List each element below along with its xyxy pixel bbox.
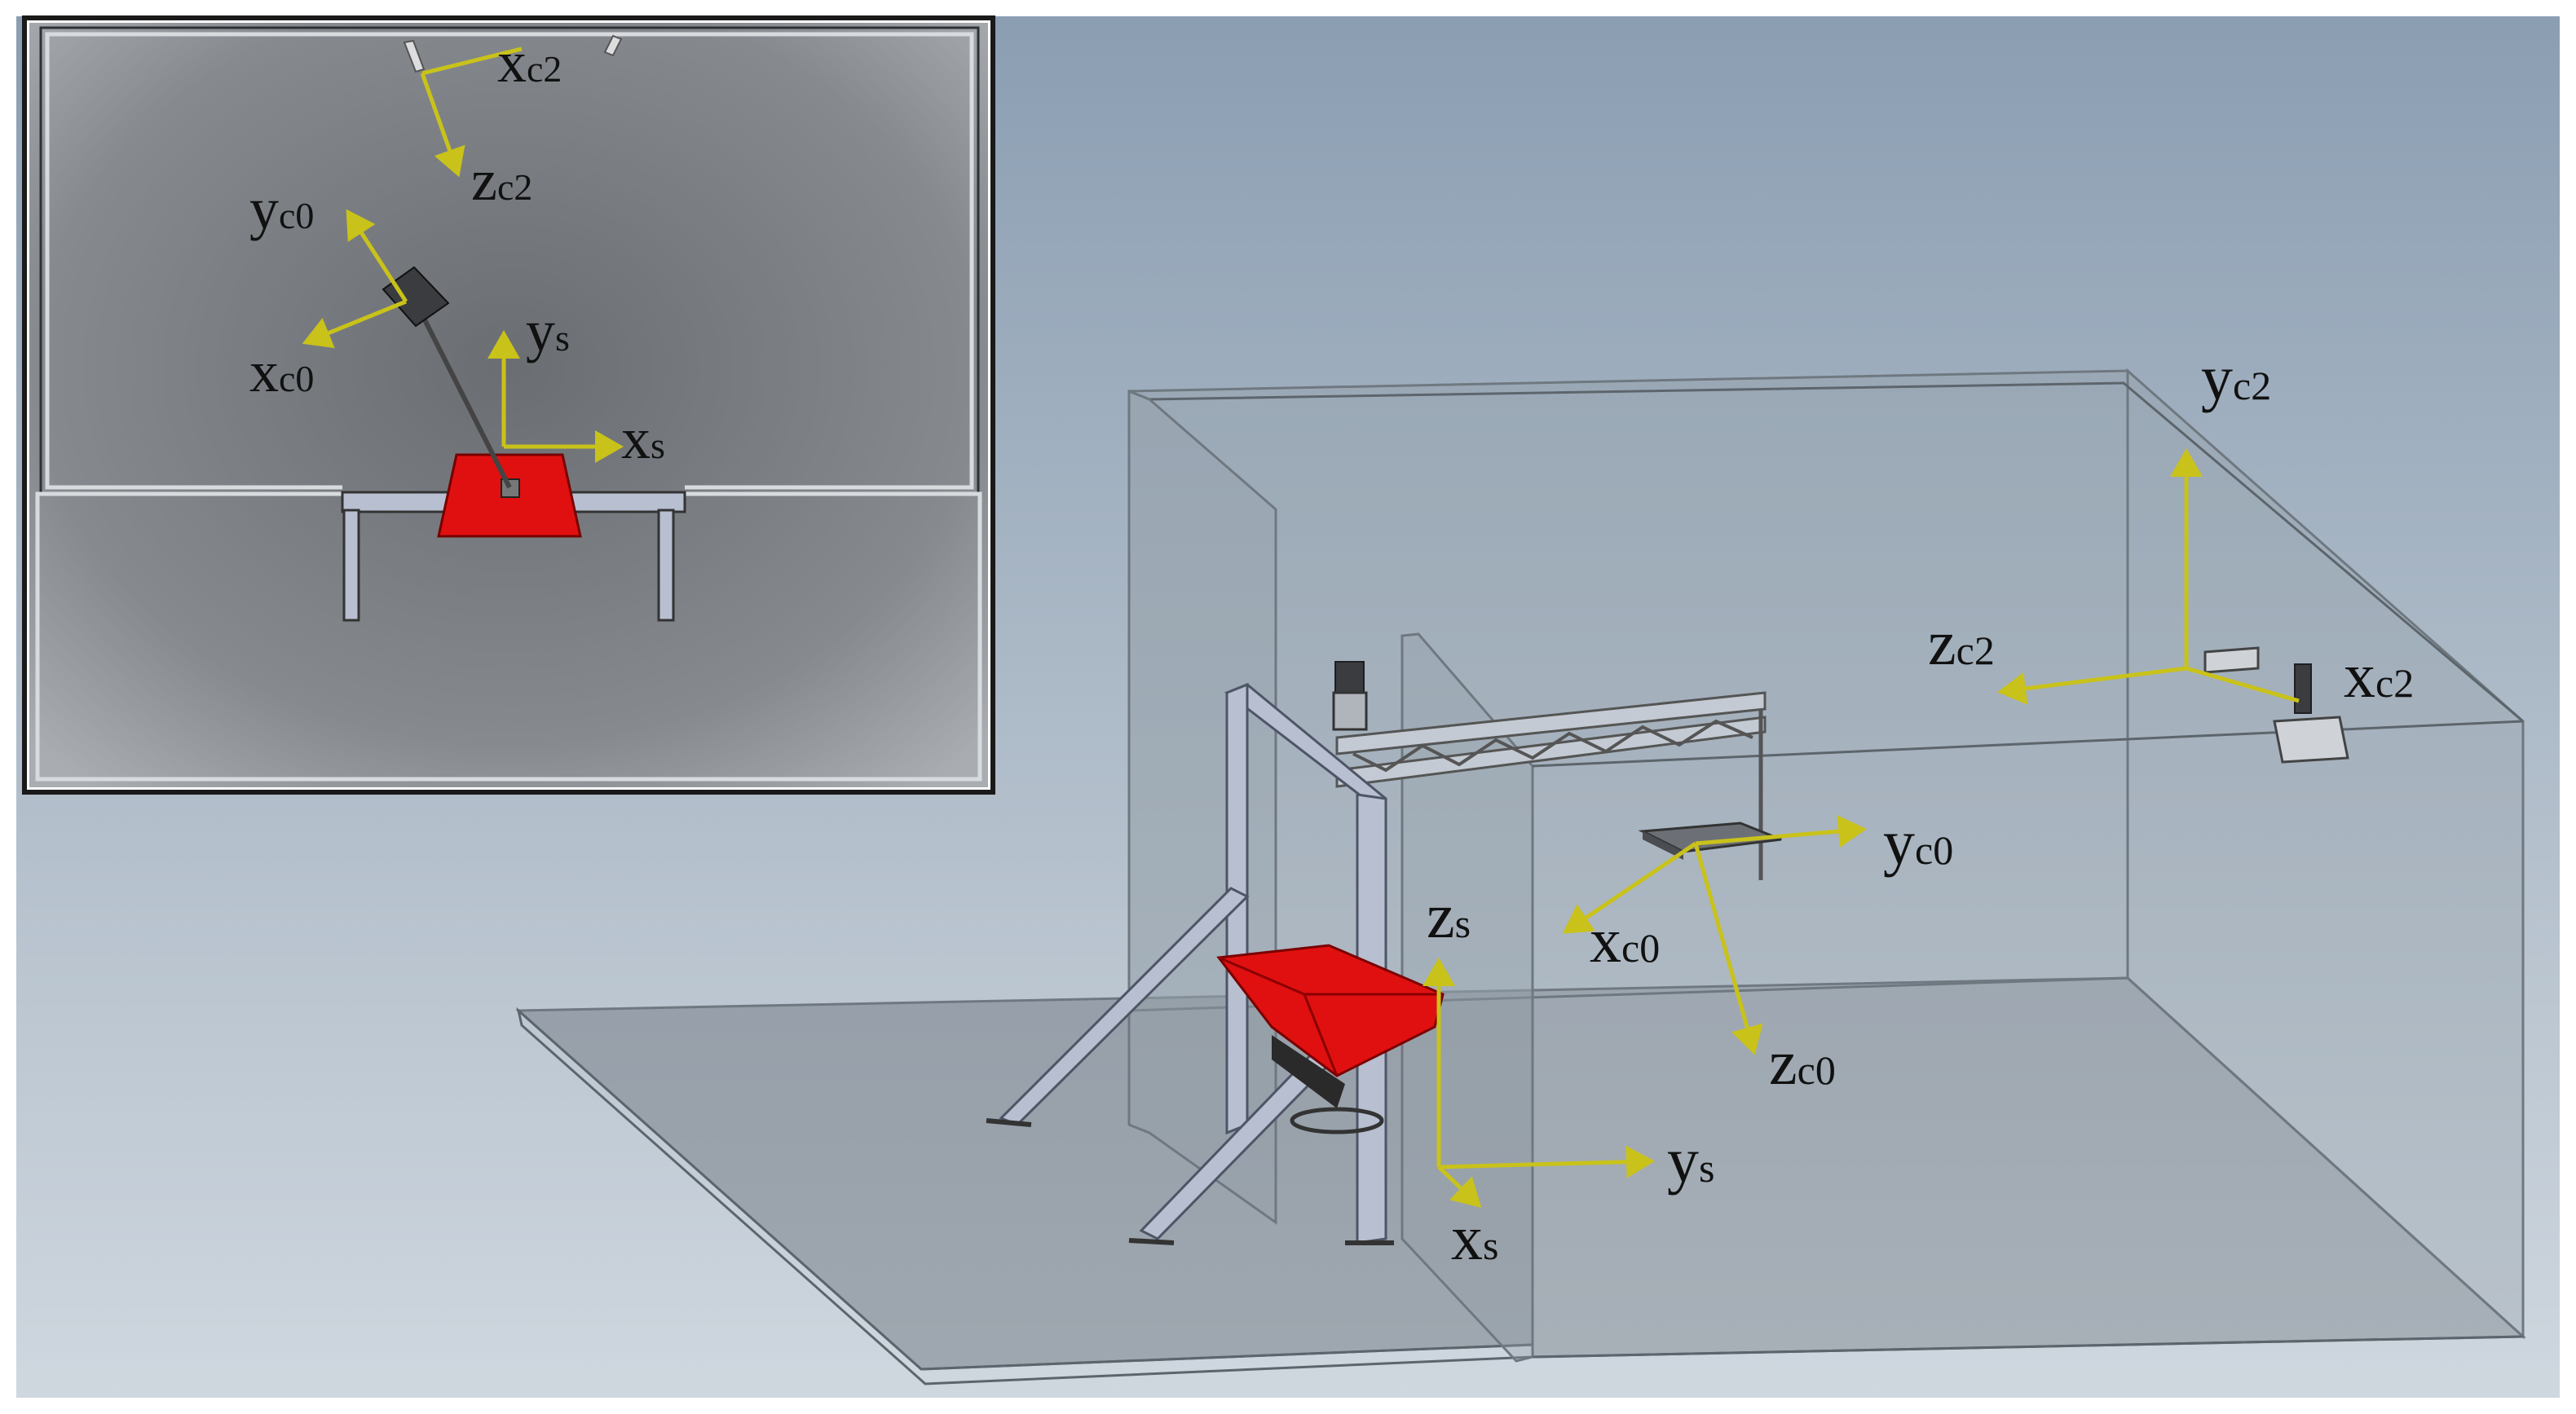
camera-c0 [1638,822,1782,860]
inset-camera-c2 [403,34,623,73]
camera-c2 [2203,646,2349,764]
inset-camera-c0 [382,266,450,328]
axes-c2-main [1997,448,2300,705]
label-zc2-main: zc2 [1928,607,1995,678]
axes-s-main [1423,958,1655,1208]
back-wall [1127,369,2129,1012]
camera-c1 [1332,661,1368,731]
label-ys-inset: ys [526,298,570,363]
label-xc2-main: xc2 [2344,640,2414,711]
label-xs-inset: xs [621,406,665,471]
front-wall-bottom [1532,1335,2524,1359]
inset-top-view: xc2 zc2 yc0 xc0 ys xs [22,15,995,795]
front-wall-edge [1532,720,2524,768]
axes-s-inset [487,330,624,463]
main-3d-view: yc2 zc2 xc2 yc0 xc0 zc0 zs ys xs [515,342,2526,1385]
label-yc2-main: yc2 [2201,342,2271,413]
label-xc2-inset: xc2 [497,29,562,95]
label-xc0-main: xc0 [1590,905,1660,976]
truss-beam [1335,691,1767,880]
label-xc0-inset: xc0 [249,339,314,404]
axes-c0-main [1562,815,1867,1055]
label-zc0-main: zc0 [1769,1027,1836,1098]
label-zs-main: zs [1427,880,1471,951]
axes-c2-inset [420,46,523,178]
inset-background [29,23,988,787]
label-zc2-inset: zc2 [471,148,532,213]
label-ys-main: ys [1667,1125,1714,1196]
label-yc0-inset: yc0 [249,176,314,241]
inset-room-upper [45,32,974,490]
fertilizer-spreader [1216,944,1445,1134]
label-xs-main: xs [1451,1202,1498,1273]
label-yc0-main: yc0 [1883,807,1953,878]
axes-c0-inset [302,209,408,349]
left-partition-wall [1127,389,1277,1225]
